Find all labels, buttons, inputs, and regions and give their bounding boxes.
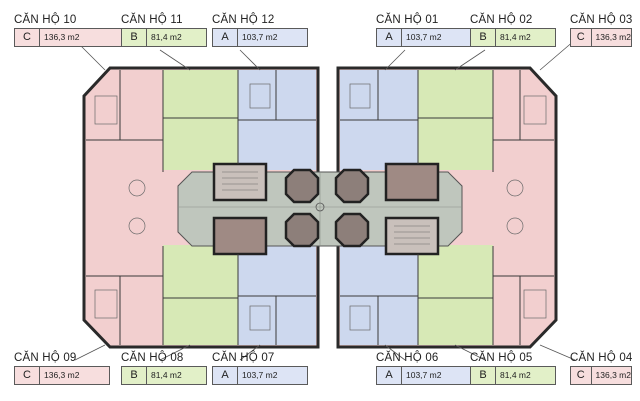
apartment-01-area: 103,7 m2 — [406, 32, 442, 42]
apartment-02-area: 81,4 m2 — [500, 32, 531, 42]
core-rooms — [212, 162, 440, 256]
apartment-11-zone[interactable] — [163, 70, 238, 170]
apartment-06-type: A — [377, 367, 402, 384]
apartment-10-label: CĂN HỘ 10 C 136,3 m2 — [14, 14, 124, 47]
apartment-12-label: CĂN HỘ 12 A 103,7 m2 — [212, 14, 308, 47]
apartment-07-zone[interactable] — [238, 245, 316, 345]
apartment-11-label: CĂN HỘ 11 B 81,4 m2 — [121, 14, 207, 47]
apartment-09-name: CĂN HỘ 09 — [14, 352, 77, 364]
apartment-10-area: 136,3 m2 — [44, 32, 80, 42]
apartment-05-label: CĂN HỘ 05 B 81,4 m2 — [470, 352, 556, 385]
apartment-11-name: CĂN HỘ 11 — [121, 14, 183, 26]
stair-treads — [222, 171, 430, 245]
apartment-08-zone[interactable] — [163, 245, 238, 345]
apartment-10-type: C — [15, 29, 40, 46]
apartment-06-name: CĂN HỘ 06 — [376, 352, 439, 364]
apartment-02-type: B — [471, 29, 496, 46]
apartment-07-name: CĂN HỘ 07 — [212, 352, 275, 364]
apartment-02-name: CĂN HỘ 02 — [470, 14, 533, 26]
apartment-09-type: C — [15, 367, 40, 384]
apartment-01-type: A — [377, 29, 402, 46]
apartment-01-name: CĂN HỘ 01 — [376, 14, 439, 26]
apartment-03-name: CĂN HỘ 03 — [570, 14, 633, 26]
apartment-02-zone[interactable] — [418, 70, 493, 170]
apartment-04-name: CĂN HỘ 04 — [570, 352, 633, 364]
apartment-08-name: CĂN HỘ 08 — [121, 352, 184, 364]
apartment-07-label: CĂN HỘ 07 A 103,7 m2 — [212, 352, 308, 385]
apartment-10-name: CĂN HỘ 10 — [14, 14, 77, 26]
apartment-03-type: C — [571, 29, 592, 46]
apartment-06-area: 103,7 m2 — [406, 370, 442, 380]
apartment-07-area: 103,7 m2 — [242, 370, 278, 380]
apartment-07-type: A — [213, 367, 238, 384]
apartment-06-label: CĂN HỘ 06 A 103,7 m2 — [376, 352, 472, 385]
apartment-12-name: CĂN HỘ 12 — [212, 14, 275, 26]
apartment-08-type: B — [122, 367, 147, 384]
apartment-11-type: B — [122, 29, 147, 46]
apartment-12-type: A — [213, 29, 238, 46]
apartment-03-area: 136,3 m2 — [595, 32, 631, 42]
leader-lines — [74, 39, 576, 361]
elevator-shafts — [284, 168, 370, 248]
apartment-05-name: CĂN HỘ 05 — [470, 352, 533, 364]
apartment-04-area: 136,3 m2 — [595, 370, 631, 380]
apartment-11-area: 81,4 m2 — [151, 32, 182, 42]
apartment-09-label: CĂN HỘ 09 C 136,3 m2 — [14, 352, 110, 385]
apartment-02-label: CĂN HỘ 02 B 81,4 m2 — [470, 14, 556, 47]
apartment-01-label: CĂN HỘ 01 A 103,7 m2 — [376, 14, 472, 47]
apartment-05-area: 81,4 m2 — [500, 370, 531, 380]
apartment-04-type: C — [571, 367, 592, 384]
apartment-09-area: 136,3 m2 — [44, 370, 80, 380]
apartment-12-area: 103,7 m2 — [242, 32, 278, 42]
apartment-08-area: 81,4 m2 — [151, 370, 182, 380]
apartment-06-zone[interactable] — [340, 245, 418, 345]
interior-walls — [86, 70, 554, 345]
apartment-08-label: CĂN HỘ 08 B 81,4 m2 — [121, 352, 207, 385]
apartment-05-zone[interactable] — [418, 245, 493, 345]
apartment-05-type: B — [471, 367, 496, 384]
furniture — [94, 83, 547, 331]
